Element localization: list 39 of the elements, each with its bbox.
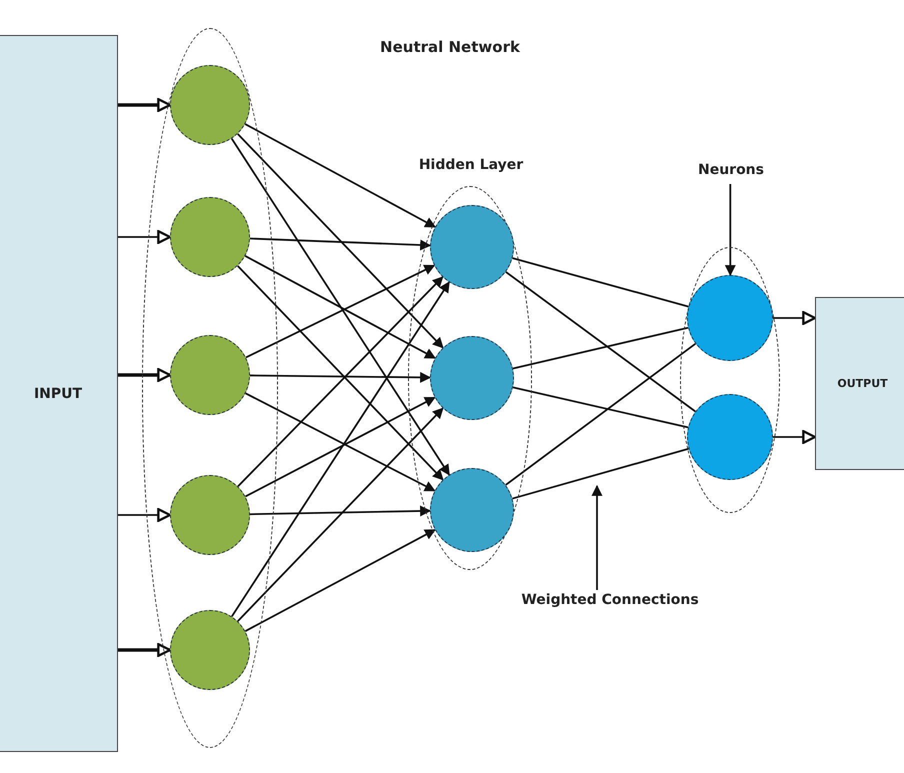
arrow [118, 508, 172, 522]
arrow [250, 238, 432, 251]
dashed-layer-ellipse [142, 28, 278, 748]
connection-line [505, 271, 696, 412]
arrow [244, 529, 436, 632]
leader-arrow [724, 184, 736, 276]
connection-line [512, 257, 689, 308]
diagram-title: Neutral Network [379, 38, 521, 56]
neuron-circle [170, 65, 250, 145]
connection-line [512, 448, 689, 500]
arrow [118, 368, 172, 382]
connection-line [512, 326, 688, 370]
annotation-label: Neurons [696, 162, 765, 178]
arrow [118, 230, 172, 244]
neuron-circle [430, 205, 514, 289]
arrow [118, 98, 172, 112]
leader-arrow [592, 484, 602, 590]
arrow [773, 430, 816, 444]
panel-label: OUTPUT [837, 377, 888, 390]
layer-label: Hidden Layer [418, 157, 524, 173]
io-panel [815, 297, 904, 470]
neuron-circle [170, 610, 250, 690]
arrow [230, 138, 450, 476]
annotation-label: Weighted Connections [520, 592, 700, 608]
arrow [237, 407, 444, 622]
arrow [250, 506, 432, 516]
dashed-layer-ellipse [680, 247, 780, 513]
io-panel [0, 35, 118, 752]
arrow [773, 311, 816, 325]
arrow [231, 281, 450, 617]
arrow [118, 643, 172, 657]
panel-label: INPUT [34, 386, 82, 402]
arrow [244, 123, 436, 228]
neuron-circle [430, 468, 514, 552]
arrow [250, 372, 432, 383]
arrow [237, 133, 444, 348]
neuron-circle [430, 336, 514, 420]
connection-line [505, 342, 696, 486]
connection-line [512, 386, 688, 428]
